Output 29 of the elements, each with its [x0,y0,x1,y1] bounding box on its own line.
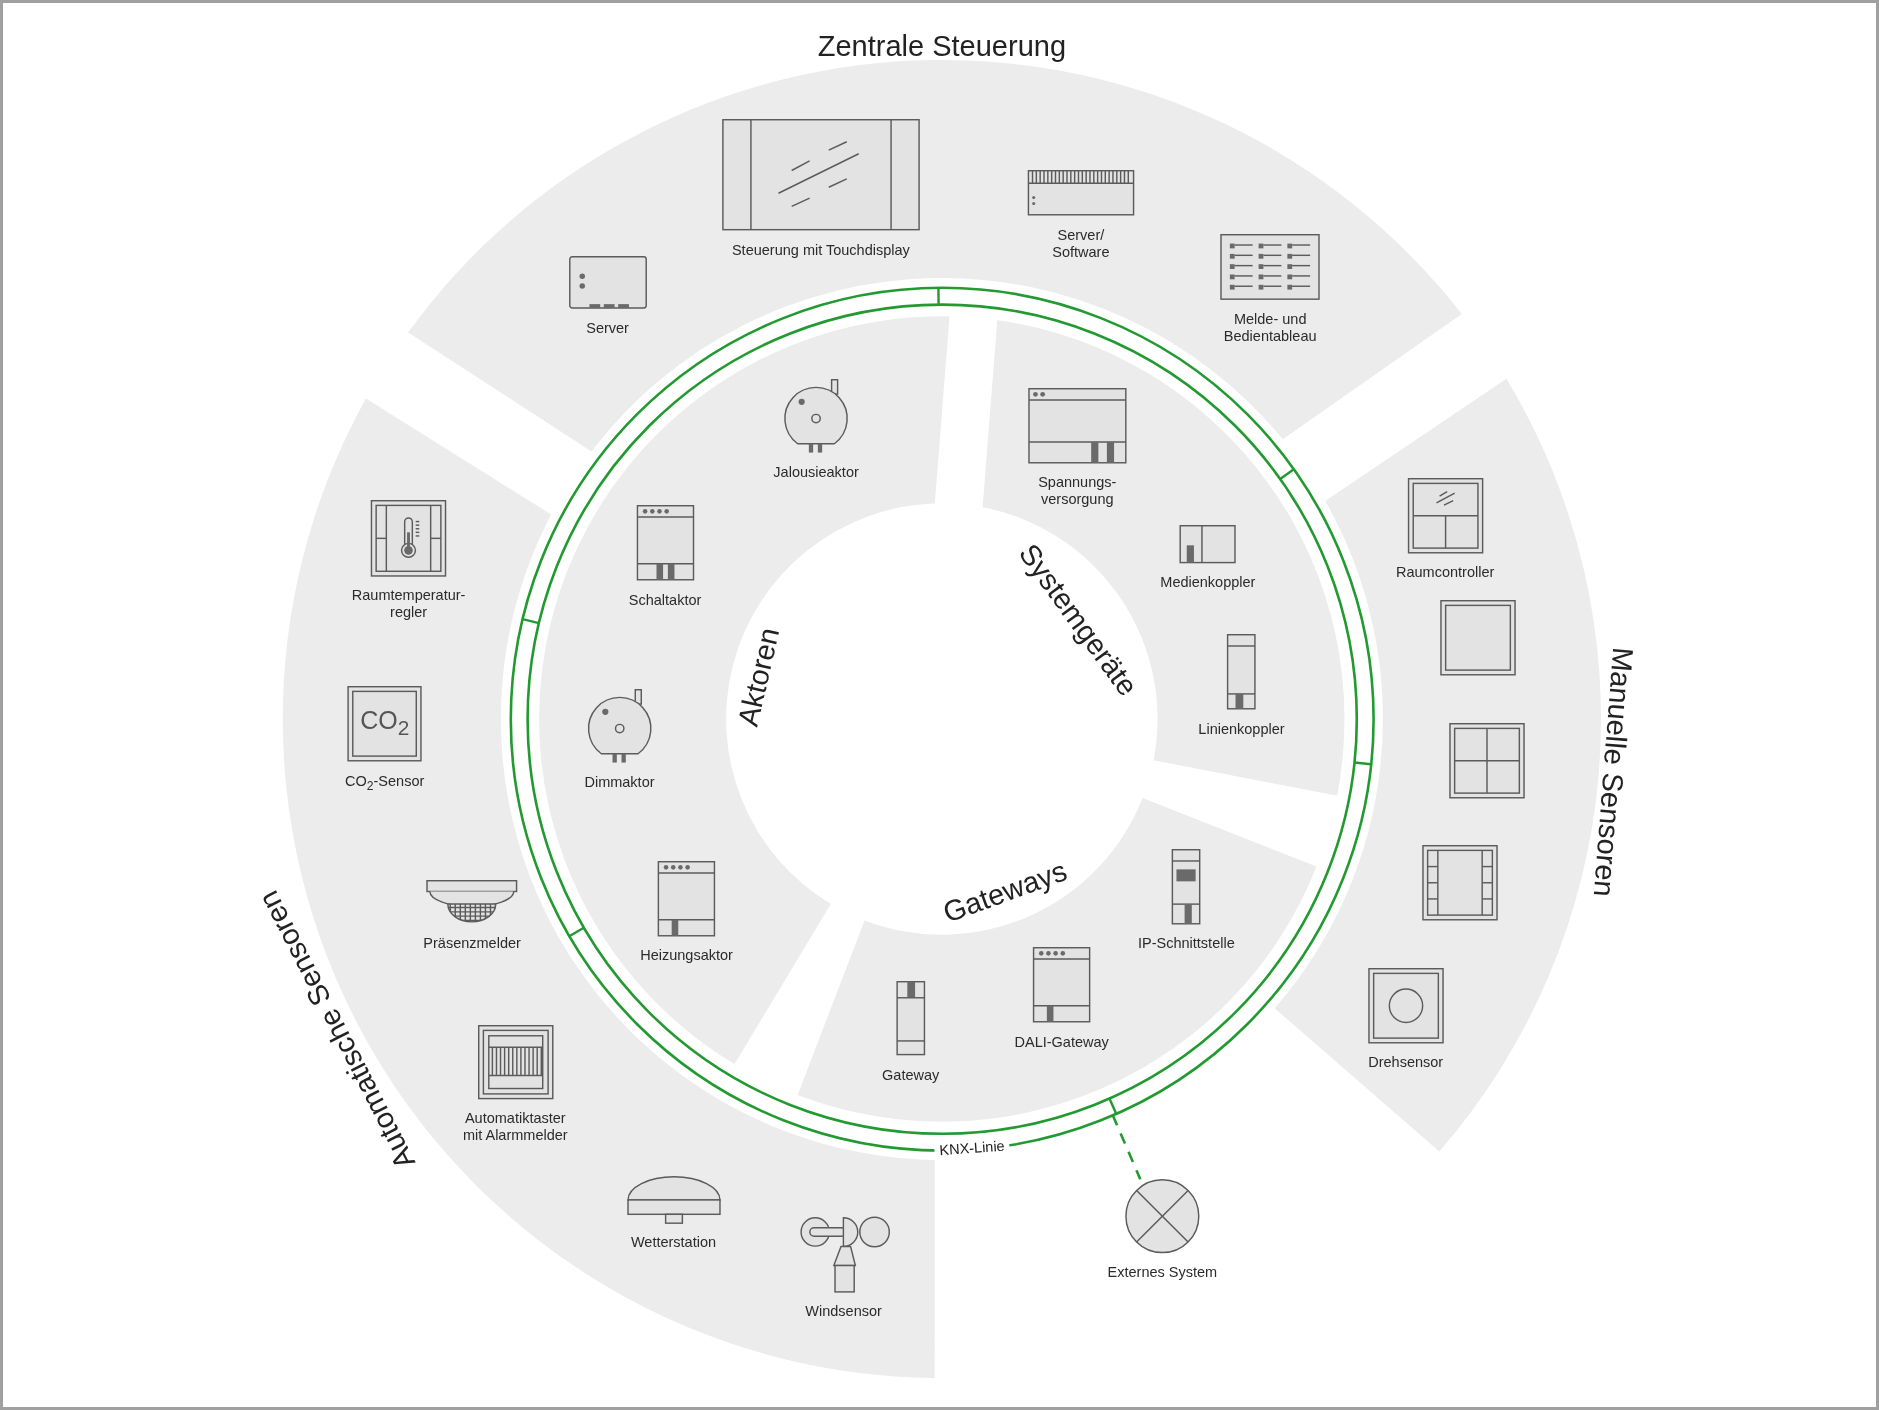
device-label: Präsenzmelder [423,935,521,953]
device-label: Gateway [882,1066,940,1084]
device-label: Server [586,320,629,338]
device-label: Windsensor [805,1303,882,1321]
device-label: Server/ Software [1051,226,1111,261]
sensor-marking: CO$_{2}$ [360,706,410,741]
device-label: Linienkoppler [1198,721,1285,738]
device-label: Wetterstation [630,1234,717,1252]
device-label: Automatiktaster mit Alarmmelder [461,1109,569,1144]
device-label: Spannungs- versorgung [1037,474,1118,509]
dashed-line [1111,1114,1142,1180]
sector-title: Aktoren [731,624,786,730]
device-label: CO$_{2}$-Sensor [345,772,425,795]
sector-title: Zentrale Steuerung [817,29,1067,62]
device-label: Heizungsaktor [640,947,733,965]
sector-title: Manuelle Sensoren [1587,645,1640,898]
device-label: Dimmaktor [584,774,655,792]
device-label: IP-Schnittstelle [1138,935,1235,953]
device-label: Steuerung mit Touchdisplay [731,241,910,259]
device-label: Schaltaktor [628,591,702,609]
ring-label: KNX-Linie [933,1137,1010,1159]
device-label: Melde- und Bedientableau [1222,311,1318,346]
device-label: Jalousieaktor [773,463,859,481]
device-label: Raumcontroller [1396,564,1495,581]
device-label: Medienkoppler [1160,574,1256,592]
device-label: Externes System [1107,1264,1218,1282]
device-label: DALI-Gateway [1014,1033,1109,1051]
device-label: Raumtemperatur- regler [350,587,467,622]
device-label: Drehsensor [1368,1054,1444,1072]
